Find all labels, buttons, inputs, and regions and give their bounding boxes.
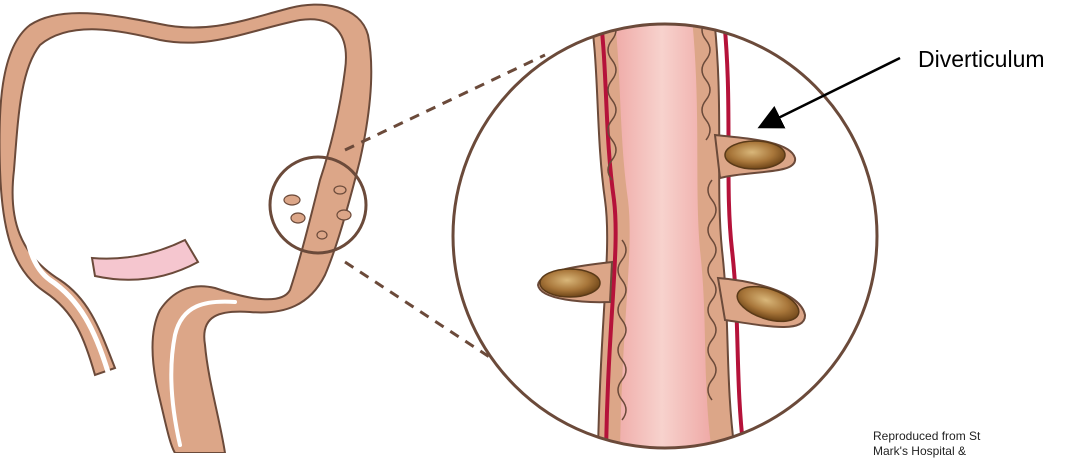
credit-text: Reproduced from St Mark's Hospital & bbox=[873, 429, 1058, 459]
credit-line-1: Reproduced from St bbox=[873, 429, 1058, 444]
magnified-view bbox=[453, 0, 877, 453]
credit-line-2: Mark's Hospital & bbox=[873, 444, 1058, 459]
appendix-shape bbox=[92, 240, 198, 280]
colon-illustration bbox=[0, 5, 371, 453]
colon-tube bbox=[0, 5, 371, 453]
diverticulum-label: Diverticulum bbox=[918, 46, 1045, 73]
